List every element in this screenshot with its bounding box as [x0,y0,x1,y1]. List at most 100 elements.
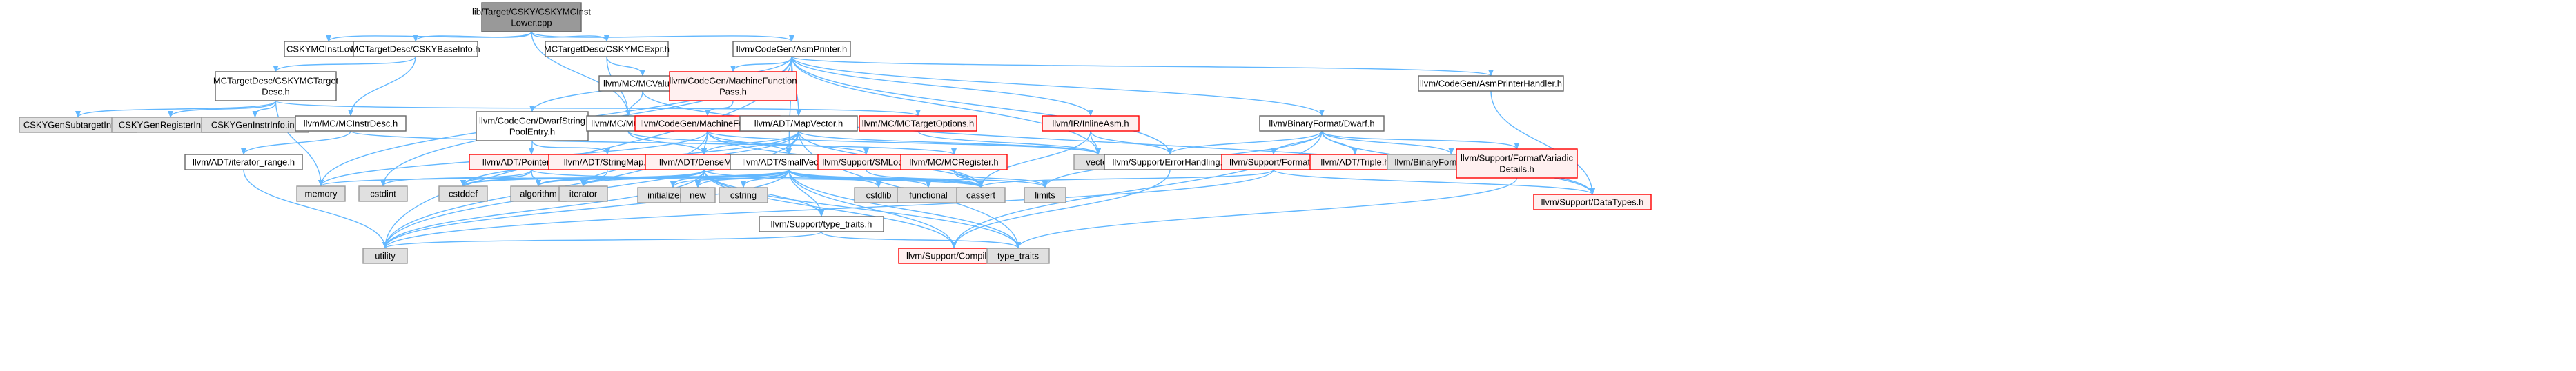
node-box-asmprinter [732,41,851,57]
node-label-asmprinterhandler: llvm/CodeGen/AsmPrinterHandler.h [1420,79,1562,89]
node-csky_baseinfo[interactable]: MCTargetDesc/CSKYBaseInfo.h [351,41,480,57]
node-cstdint[interactable]: cstdint [358,186,408,202]
node-box-inlineasm [1042,115,1140,132]
node-label-cstdlib: cstdlib [866,190,892,201]
node-label-limits: limits [1035,190,1055,201]
node-instrinfo_inc[interactable]: CSKYGenInstrInfo.inc [201,117,309,133]
node-label-type_traits: type_traits [997,251,1039,261]
node-registerinfo_inc[interactable]: CSKYGenRegisterInfo.inc [111,117,230,133]
edge-asmprinterhandler-to-datatypes [1490,90,1595,195]
edge-smallvector-to-type_traits [788,169,1021,249]
edge-mcexpr-to-densemap [627,130,707,155]
node-mcregister[interactable]: llvm/MC/MCRegister.h [900,154,1008,170]
node-limits[interactable]: limits [1024,187,1066,203]
edge-root-to-asmprinter [531,31,794,42]
node-asmprinter[interactable]: llvm/CodeGen/AsmPrinter.h [732,41,851,57]
node-box-mcinstrdesc [295,115,407,132]
node-smloc[interactable]: llvm/Support/SMLoc.h [817,154,915,170]
edge-inlineasm-to-vector [1090,130,1101,155]
node-new[interactable]: new [680,187,716,203]
node-box-mfpass [669,71,797,101]
node-format[interactable]: llvm/Support/Format.h [1221,154,1326,170]
edge-smloc-to-cassert [866,169,984,188]
node-mctargetoptions[interactable]: llvm/MC/MCTargetOptions.h [859,115,977,132]
edge-asmprinter-to-asmprinterhandler [791,56,1494,77]
node-box-limits [1024,187,1066,203]
node-type_traits_h[interactable]: llvm/Support/type_traits.h [759,216,884,232]
node-csky_mcinstlower[interactable]: CSKYMCInstLower.h [284,41,373,57]
node-box-mapvector [739,115,858,132]
edge-dwarfstringpool-to-stringmap [531,140,610,155]
node-dwarf[interactable]: llvm/BinaryFormat/Dwarf.h [1259,115,1385,132]
node-asmprinterhandler[interactable]: llvm/CodeGen/AsmPrinterHandler.h [1418,75,1564,92]
edge-smallvector-to-compiler [788,169,957,249]
node-iterator[interactable]: iterator [558,186,608,202]
edge-dwarfstringpool-to-pointerunion [529,140,535,155]
node-root[interactable]: lib/Target/CSKY/CSKYMCInstLower.cpp [472,2,591,32]
node-label-csky_mcinstlower: CSKYMCInstLower.h [286,44,371,54]
node-box-type_traits [986,248,1050,264]
edge-asmprinter-to-dwarf [791,56,1325,117]
node-functional[interactable]: functional [897,187,960,203]
edge-smallvector-to-cassert [788,169,984,188]
node-mcvalue[interactable]: llvm/MC/MCValue.h [598,75,687,92]
node-label-csky_mcexpr: MCTargetDesc/CSKYMCExpr.h [544,44,670,54]
node-cstring[interactable]: cstring [719,187,768,203]
node-label-root-line2: Lower.cpp [511,18,552,28]
node-cstdlib[interactable]: cstdlib [854,187,904,203]
node-mapvector[interactable]: llvm/ADT/MapVector.h [739,115,858,132]
node-errorhandling[interactable]: llvm/Support/ErrorHandling.h [1104,154,1236,170]
edge-machinefunction-to-vector [707,130,1101,155]
node-box-cstring [719,187,768,203]
edge-smallvector-to-iterator [580,169,790,187]
edge-mcinstrdesc-to-iterator_range [241,130,351,155]
node-cassert[interactable]: cassert [956,187,1006,203]
edge-csky_targetdesc-to-mctargetoptions [275,100,921,117]
dependency-nodes: lib/Target/CSKY/CSKYMCInstLower.cppCSKYM… [19,2,1652,264]
node-box-mcregister [900,154,1008,170]
node-algorithm[interactable]: algorithm [510,186,567,202]
edge-densemap-to-utility [382,169,705,249]
edge-errorhandling-to-compiler [951,169,1171,249]
node-type_traits[interactable]: type_traits [986,248,1050,264]
node-mcinstrdesc[interactable]: llvm/MC/MCInstrDesc.h [295,115,407,132]
edge-pointerunion-to-cassert [531,169,984,188]
node-label-functional: functional [909,190,948,201]
edge-dwarf-to-compiler [951,130,1323,249]
node-label-formatvariadic-line1: llvm/Support/FormatVariadic [1461,153,1574,163]
node-box-cassert [956,187,1006,203]
node-datatypes[interactable]: llvm/Support/DataTypes.h [1533,194,1652,210]
edge-format-to-cassert [978,169,1274,188]
node-iterator_range[interactable]: llvm/ADT/iterator_range.h [184,154,303,170]
node-label-mapvector: llvm/ADT/MapVector.h [754,119,843,129]
edge-smallvector-to-functional [788,169,931,188]
node-label-inlineasm: llvm/IR/InlineAsm.h [1052,119,1129,129]
edge-asmprinter-to-vector [791,56,1101,155]
node-inlineasm[interactable]: llvm/IR/InlineAsm.h [1042,115,1140,132]
node-memory[interactable]: memory [296,186,346,202]
edge-inlineasm-to-errorhandling [1090,130,1173,155]
node-label-new: new [690,190,706,201]
node-label-dwarf: llvm/BinaryFormat/Dwarf.h [1269,119,1374,129]
node-triple[interactable]: llvm/ADT/Triple.h [1309,154,1401,170]
node-cstddef[interactable]: cstddef [438,186,488,202]
node-stringmap[interactable]: llvm/ADT/StringMap.h [548,154,667,170]
node-box-mctargetoptions [859,115,977,132]
node-subtargetinfo_inc[interactable]: CSKYGenSubtargetInfo.inc [19,117,137,133]
node-box-csky_baseinfo [353,41,478,57]
edge-dwarf-to-format [1271,130,1323,155]
node-box-datatypes [1533,194,1652,210]
node-compiler[interactable]: llvm/Support/Compiler.h [898,248,1010,264]
node-label-iterator_range: llvm/ADT/iterator_range.h [193,157,295,168]
node-utility[interactable]: utility [362,248,408,264]
node-csky_mcexpr[interactable]: MCTargetDesc/CSKYMCExpr.h [544,41,670,57]
node-label-utility: utility [375,251,396,261]
node-label-instrinfo_inc: CSKYGenInstrInfo.inc [211,120,300,130]
node-box-csky_mcexpr [545,41,669,57]
node-label-mfpass-line1: llvm/CodeGen/MachineFunction [670,76,797,86]
node-label-cstring: cstring [730,190,757,201]
